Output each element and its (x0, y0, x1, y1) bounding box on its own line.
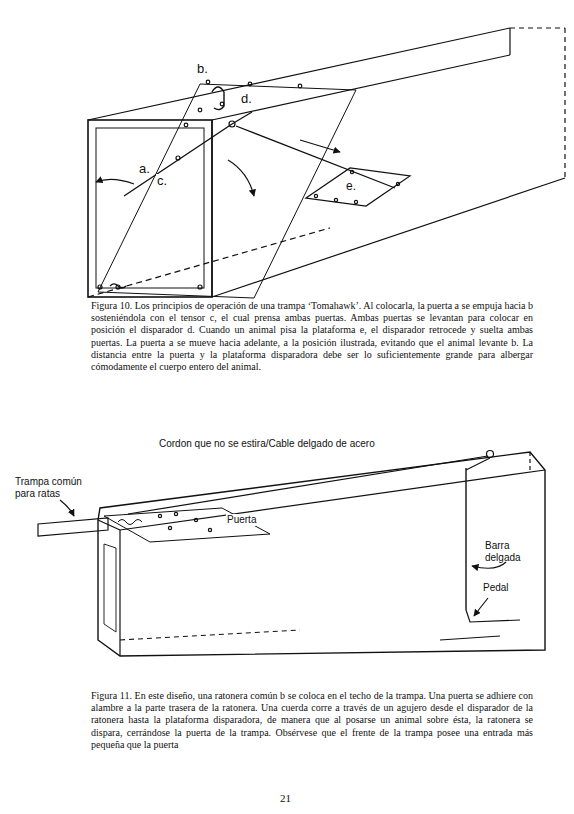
part-letter: a. (138, 162, 151, 177)
part-letter: c. (156, 174, 168, 189)
part-letter: b. (196, 62, 209, 77)
part-letter: d. (240, 92, 253, 107)
part-label: Barra delgada (484, 540, 536, 563)
figure-caption: Figura 10. Los principios de operación d… (90, 300, 534, 373)
tomahawk-trap (88, 28, 565, 298)
part-label: Puerta (226, 514, 257, 526)
part-label: Cordon que no se estira/Cable delgado de… (158, 438, 376, 450)
page-number: 21 (279, 792, 292, 805)
part-label: Trampa común para ratas (14, 476, 100, 499)
part-label: Pedal (482, 582, 510, 594)
part-letter: e. (345, 180, 357, 194)
figure-caption: Figura 11. En este diseño, una ratonera … (90, 690, 534, 751)
rat-trap-box (38, 451, 545, 657)
